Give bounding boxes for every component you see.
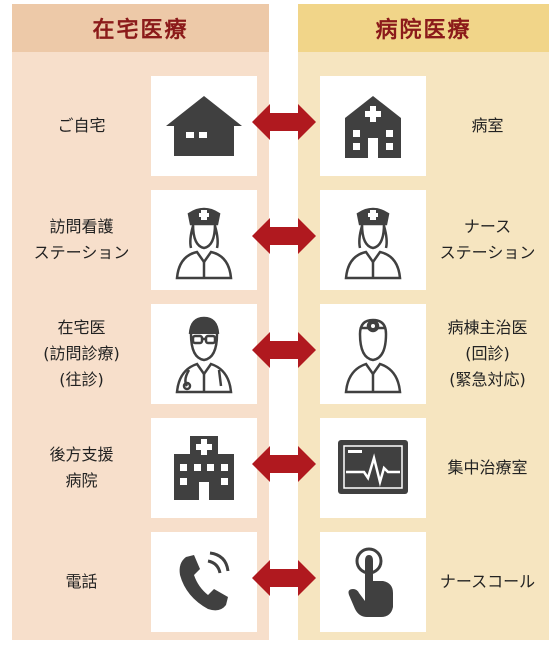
hospital-icon: [151, 418, 257, 518]
home-label: ご自宅: [57, 116, 106, 135]
home-care-row-home-doctor: 在宅医 (訪問診療) (往診): [12, 304, 269, 404]
home-care-row-home: ご自宅: [12, 76, 269, 176]
nurse-call-label: ナースコール: [439, 572, 536, 591]
hospital-care-row-ward: 病室: [298, 76, 549, 176]
home-care-row-phone: 電話: [12, 532, 269, 632]
home-care-column: 在宅医療 ご自宅 訪問看護 ステーション 在宅: [12, 4, 269, 640]
home-care-row-backup-hospital: 後方支援 病院: [12, 418, 269, 518]
hospital-care-title: 病院医療: [298, 4, 549, 52]
home-care-title: 在宅医療: [12, 4, 269, 52]
double-arrow-icon: [252, 446, 316, 482]
nurse-station-label: ナース ステーション: [439, 217, 536, 262]
nurse-icon: [151, 190, 257, 290]
physician-icon: [320, 304, 426, 404]
icu-label: 集中治療室: [447, 458, 528, 477]
monitor-icon: [320, 418, 426, 518]
double-arrow-icon: [252, 332, 316, 368]
hospital-care-column: 病院医療 病室: [298, 4, 549, 640]
nurse-icon: [320, 190, 426, 290]
attending-physician-label: 病棟主治医 (回診) (緊急対応): [447, 318, 528, 389]
double-arrow-icon: [252, 560, 316, 596]
hospital-room-icon: [320, 76, 426, 176]
home-care-row-visiting-nurse: 訪問看護 ステーション: [12, 190, 269, 290]
hospital-care-row-nurse-call: ナースコール: [298, 532, 549, 632]
nurse-call-icon: [320, 532, 426, 632]
home-doctor-label: 在宅医 (訪問診療) (往診): [43, 318, 120, 389]
hospital-care-row-attending-physician: 病棟主治医 (回診) (緊急対応): [298, 304, 549, 404]
hospital-care-row-nurse-station: ナース ステーション: [298, 190, 549, 290]
doctor-icon: [151, 304, 257, 404]
double-arrow-icon: [252, 104, 316, 140]
phone-icon: [151, 532, 257, 632]
hospital-care-row-icu: 集中治療室: [298, 418, 549, 518]
phone-label: 電話: [65, 572, 98, 591]
house-icon: [151, 76, 257, 176]
double-arrow-icon: [252, 218, 316, 254]
ward-label: 病室: [471, 116, 504, 135]
backup-hospital-label: 後方支援 病院: [49, 445, 114, 490]
visiting-nurse-station-label: 訪問看護 ステーション: [33, 217, 130, 262]
